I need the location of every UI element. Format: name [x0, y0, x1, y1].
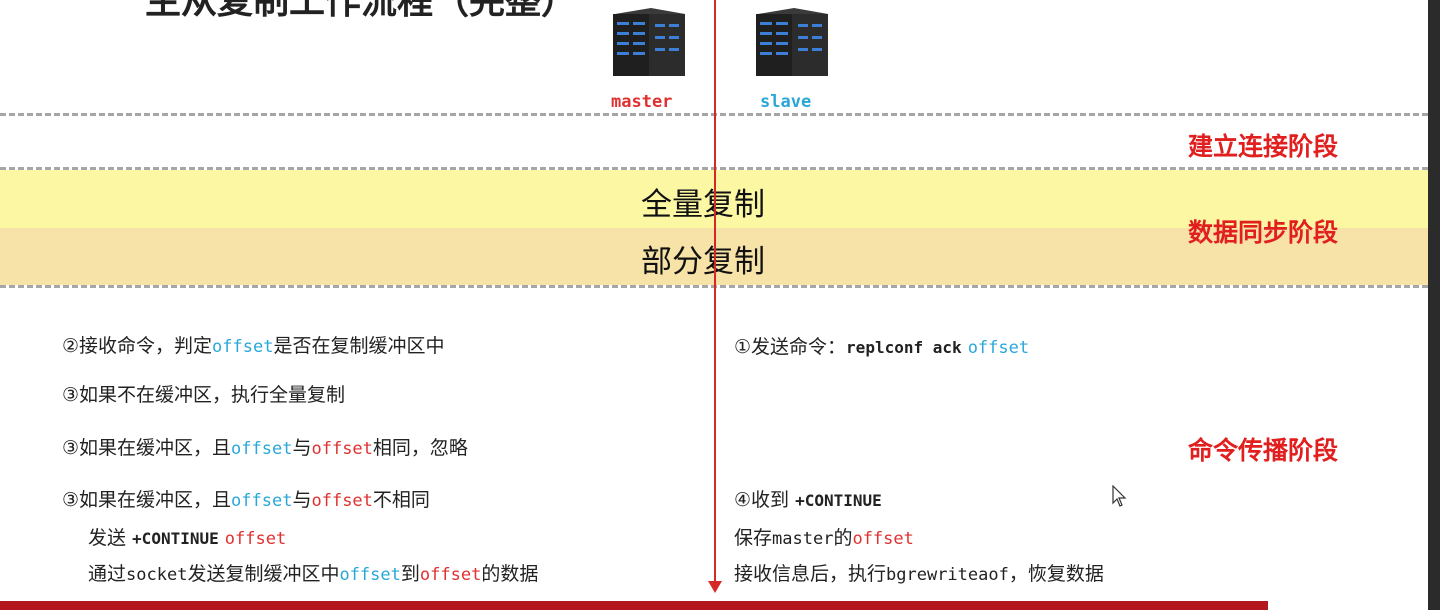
full-sync-label: 全量复制 — [641, 187, 765, 223]
text: 保存 — [734, 527, 773, 549]
slave-save-offset: 保存master的offset — [734, 523, 914, 550]
page-title: 主从复制工作流程（完整） — [145, 0, 578, 22]
text: 是否在复制缓冲区中 — [273, 335, 445, 357]
mouse-cursor-icon — [1112, 485, 1127, 507]
master-step-2: ②接收命令，判定offset是否在复制缓冲区中 — [62, 331, 444, 358]
text: ，恢复数据 — [1008, 563, 1104, 585]
slave-server-icon — [756, 8, 828, 76]
timeline-line — [714, 0, 716, 582]
master-send-continue: 发送 +CONTINUE offset — [88, 523, 286, 550]
offset-token: offset — [852, 529, 914, 549]
command-token: +CONTINUE — [132, 529, 219, 548]
slave-step-1: ①发送命令：replconf ack offset — [734, 332, 1029, 359]
master-send-data: 通过socket发送复制缓冲区中offset到offset的数据 — [88, 559, 538, 586]
master-step-3b: ③如果在缓冲区，且offset与offset相同，忽略 — [62, 433, 468, 460]
text: ③如果在缓冲区，且 — [62, 437, 232, 459]
offset-token: offset — [419, 565, 482, 585]
master-step-3c: ③如果在缓冲区，且offset与offset不相同 — [62, 485, 430, 512]
slave-step-4: ④收到 +CONTINUE — [734, 485, 882, 512]
phase-sync: 数据同步阶段 — [1188, 218, 1339, 247]
offset-token: offset — [231, 491, 293, 511]
offset-token: offset — [212, 337, 274, 357]
offset-token: offset — [311, 491, 373, 511]
offset-token: offset — [231, 439, 293, 459]
text: ③如果在缓冲区，且 — [62, 489, 232, 511]
slave-restore-data: 接收信息后，执行bgrewriteaof，恢复数据 — [734, 559, 1104, 586]
command-token: +CONTINUE — [795, 491, 882, 510]
master-step-3a: ③如果不在缓冲区，执行全量复制 — [62, 384, 346, 406]
phase-propagate: 命令传播阶段 — [1188, 436, 1339, 465]
text: 发送 — [88, 527, 133, 549]
offset-token: offset — [311, 439, 373, 459]
text: ④收到 — [734, 489, 796, 511]
slave-label: slave — [760, 92, 812, 112]
master-label: master — [611, 92, 673, 112]
master-token: master — [772, 529, 834, 549]
partial-sync-label: 部分复制 — [641, 244, 765, 280]
text: 通过 — [88, 563, 127, 585]
text: 与 — [292, 489, 312, 511]
offset-token: offset — [339, 565, 401, 585]
socket-token: socket — [126, 565, 188, 585]
phase-connect: 建立连接阶段 — [1188, 132, 1339, 161]
text: 发送复制缓冲区中 — [187, 563, 340, 585]
command-token: replconf ack — [846, 338, 962, 357]
text: 的 — [833, 527, 853, 549]
offset-token: offset — [967, 338, 1030, 358]
command-token: bgrewriteaof — [886, 565, 1009, 585]
text: 接收信息后，执行 — [734, 563, 887, 585]
text: 与 — [292, 437, 312, 459]
timeline-arrow — [708, 581, 722, 593]
offset-token: offset — [224, 529, 287, 549]
footer-bar — [0, 601, 1268, 610]
master-server-icon — [613, 8, 685, 76]
text: 相同，忽略 — [372, 437, 468, 459]
text: ②接收命令，判定 — [62, 335, 213, 357]
text: 到 — [400, 563, 420, 585]
text: 不相同 — [372, 489, 430, 511]
text: 的数据 — [481, 563, 539, 585]
text: ①发送命令： — [734, 336, 847, 358]
